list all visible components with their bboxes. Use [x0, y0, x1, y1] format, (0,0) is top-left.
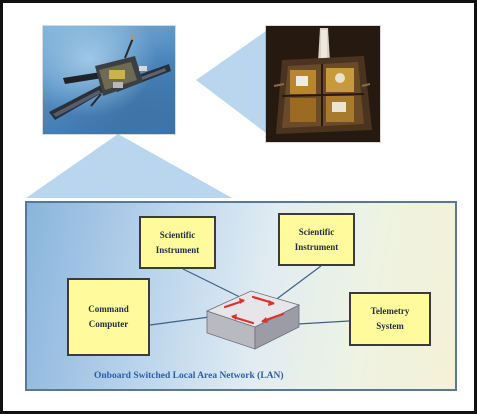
telemetry-system-node: Telemetry System — [349, 292, 431, 346]
node-label-line1: Scientific — [159, 229, 196, 240]
node-label-line1: Telemetry — [370, 306, 410, 316]
link-command — [149, 315, 218, 326]
link-telemetry — [297, 320, 350, 325]
hardware-photo — [266, 26, 380, 142]
node-label-line2: System — [376, 321, 404, 331]
lan-switch — [205, 290, 301, 350]
node-label-line2: Instrument — [155, 244, 200, 255]
switch-top — [205, 290, 301, 328]
node-label-line2: Computer — [88, 319, 129, 329]
scientific-instrument-node-2: Scientific Instrument — [278, 213, 355, 266]
satellite-icon — [49, 34, 171, 120]
satellite-photo — [43, 26, 175, 134]
lan-diagram-panel: Scientific Instrument Scientific Instrum… — [25, 201, 457, 391]
lan-caption: Onboard Switched Local Area Network (LAN… — [94, 371, 284, 381]
scientific-instrument-node-1: Scientific Instrument — [139, 216, 216, 269]
node-label-line1: Scientific — [298, 226, 335, 237]
node-label-line1: Command — [88, 304, 129, 314]
command-computer-node: Command Computer — [67, 278, 150, 356]
switch-arrows-icon — [223, 295, 285, 325]
wedge-hardware — [196, 31, 266, 133]
connector-wedges — [26, 31, 266, 198]
hardware-icon — [266, 26, 380, 142]
node-label-line2: Instrument — [294, 241, 339, 252]
network-links — [149, 265, 350, 326]
link-science-2 — [273, 265, 322, 302]
wedge-lan — [26, 134, 232, 198]
